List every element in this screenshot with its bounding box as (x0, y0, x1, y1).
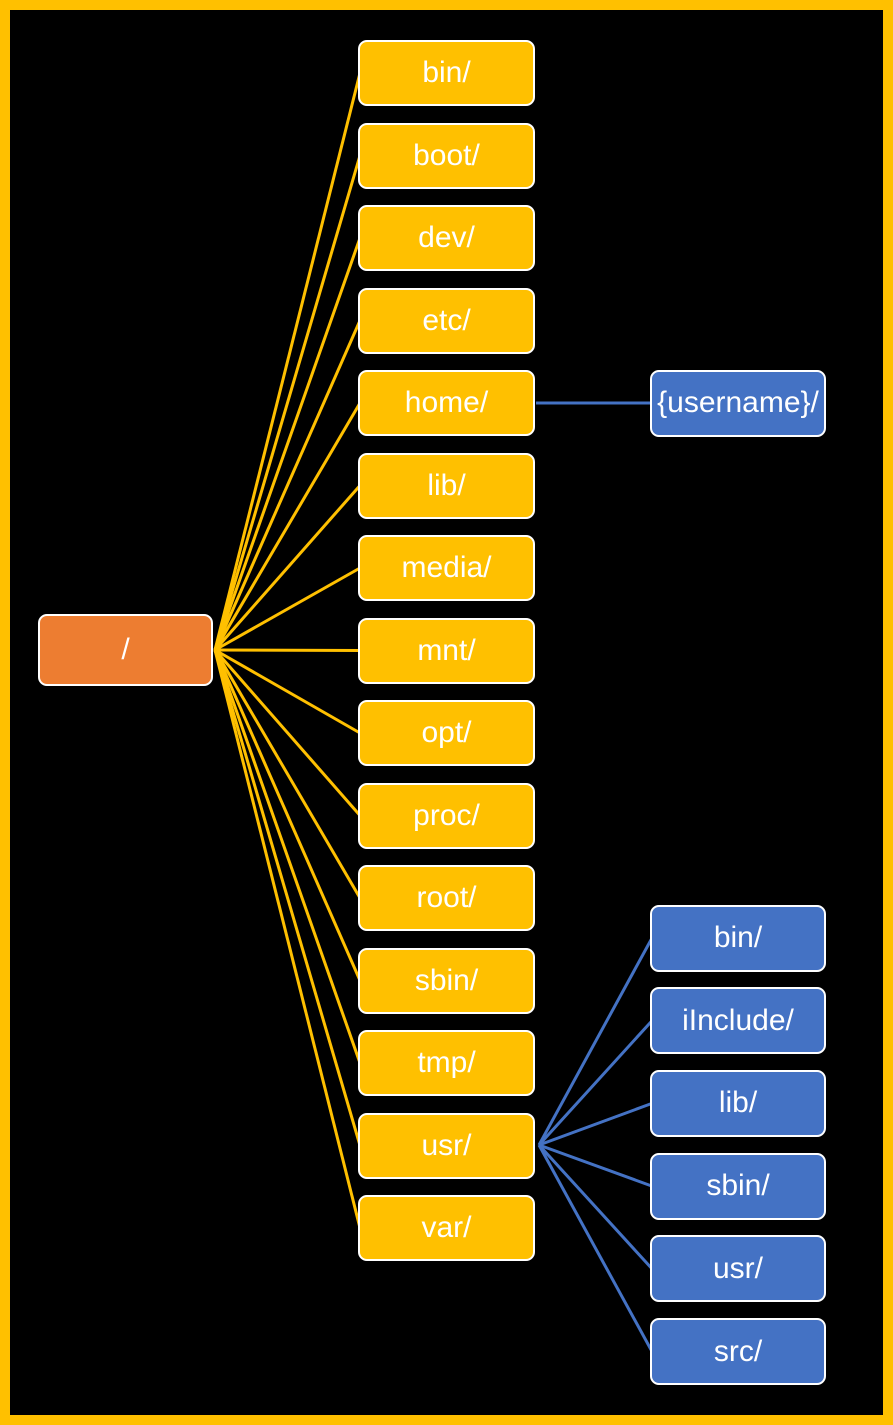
edge-usr-src (537, 1144, 654, 1353)
node-var: var/ (358, 1195, 535, 1261)
node-usr-bin-label: bin/ (713, 921, 763, 954)
node-usr-src: src/ (650, 1318, 826, 1385)
node-home-username-label: {username}/ (657, 386, 819, 419)
node-proc-label: proc/ (413, 798, 480, 832)
node-media: media/ (358, 535, 535, 601)
node-root: root/ (358, 865, 535, 931)
edge-root-sbin (213, 649, 362, 982)
edge-root-lib (213, 484, 362, 651)
node-usr-iinclude: iInclude/ (650, 987, 826, 1055)
node-mnt: mnt/ (358, 617, 535, 684)
node-boot: boot/ (358, 122, 535, 189)
edge-root-home (213, 402, 362, 651)
node-root: / (38, 614, 213, 686)
node-opt: opt/ (358, 700, 535, 766)
node-bin-label: bin/ (422, 56, 471, 89)
edge-usr-lib (538, 1101, 653, 1147)
edge-root-usr (213, 649, 362, 1146)
edge-root-media (214, 566, 361, 652)
node-usr-sbin: sbin/ (650, 1152, 826, 1220)
node-home-username: {username}/ (650, 369, 826, 437)
node-usr-usr: usr/ (650, 1235, 826, 1303)
node-lib: lib/ (358, 452, 535, 519)
edge-root-proc (213, 649, 362, 817)
edge-root-bin (213, 72, 362, 651)
edge-usr-iinclude (537, 1019, 654, 1147)
node-etc: etc/ (358, 287, 535, 354)
node-home: home/ (358, 370, 535, 436)
edge-usr-usr (537, 1143, 654, 1270)
node-etc-label: etc/ (422, 303, 471, 337)
edge-root-opt (214, 648, 361, 735)
node-usr-lib: lib/ (650, 1069, 826, 1137)
node-usr-src-label: src/ (713, 1334, 763, 1368)
node-usr: usr/ (358, 1112, 535, 1179)
node-usr-iinclude-label: iInclude/ (682, 1003, 794, 1037)
edge-root-root (213, 649, 362, 899)
node-bin: bin/ (358, 40, 535, 106)
node-home-label: home/ (404, 386, 489, 419)
node-lib-label: lib/ (427, 468, 466, 502)
node-sbin: sbin/ (358, 947, 535, 1014)
edge-root-dev (213, 237, 362, 651)
edge-usr-sbin (538, 1143, 653, 1188)
edge-usr-bin (537, 937, 654, 1146)
node-tmp: tmp/ (358, 1030, 535, 1096)
node-dev: dev/ (358, 205, 535, 271)
node-usr-usr-label: usr/ (712, 1251, 763, 1285)
node-media-label: media/ (401, 551, 492, 584)
node-usr-sbin-label: sbin/ (706, 1169, 770, 1203)
node-opt-label: opt/ (421, 716, 472, 749)
node-mnt-label: mnt/ (417, 633, 476, 667)
node-var-label: var/ (421, 1211, 472, 1244)
edge-root-boot (213, 155, 362, 651)
node-root-label: root/ (416, 881, 477, 914)
node-usr-label: usr/ (421, 1128, 472, 1162)
node-sbin-label: sbin/ (414, 963, 479, 997)
edge-root-etc (213, 319, 362, 651)
edge-root-tmp (213, 649, 362, 1064)
node-tmp-label: tmp/ (417, 1046, 476, 1079)
node-usr-lib-label: lib/ (718, 1086, 758, 1120)
edge-root-mnt (214, 648, 361, 652)
edge-root-var (213, 649, 362, 1229)
node-dev-label: dev/ (418, 221, 475, 254)
node-proc: proc/ (358, 782, 535, 849)
node-root-label: / (121, 633, 130, 666)
node-boot-label: boot/ (413, 138, 480, 172)
node-usr-bin: bin/ (650, 904, 826, 972)
